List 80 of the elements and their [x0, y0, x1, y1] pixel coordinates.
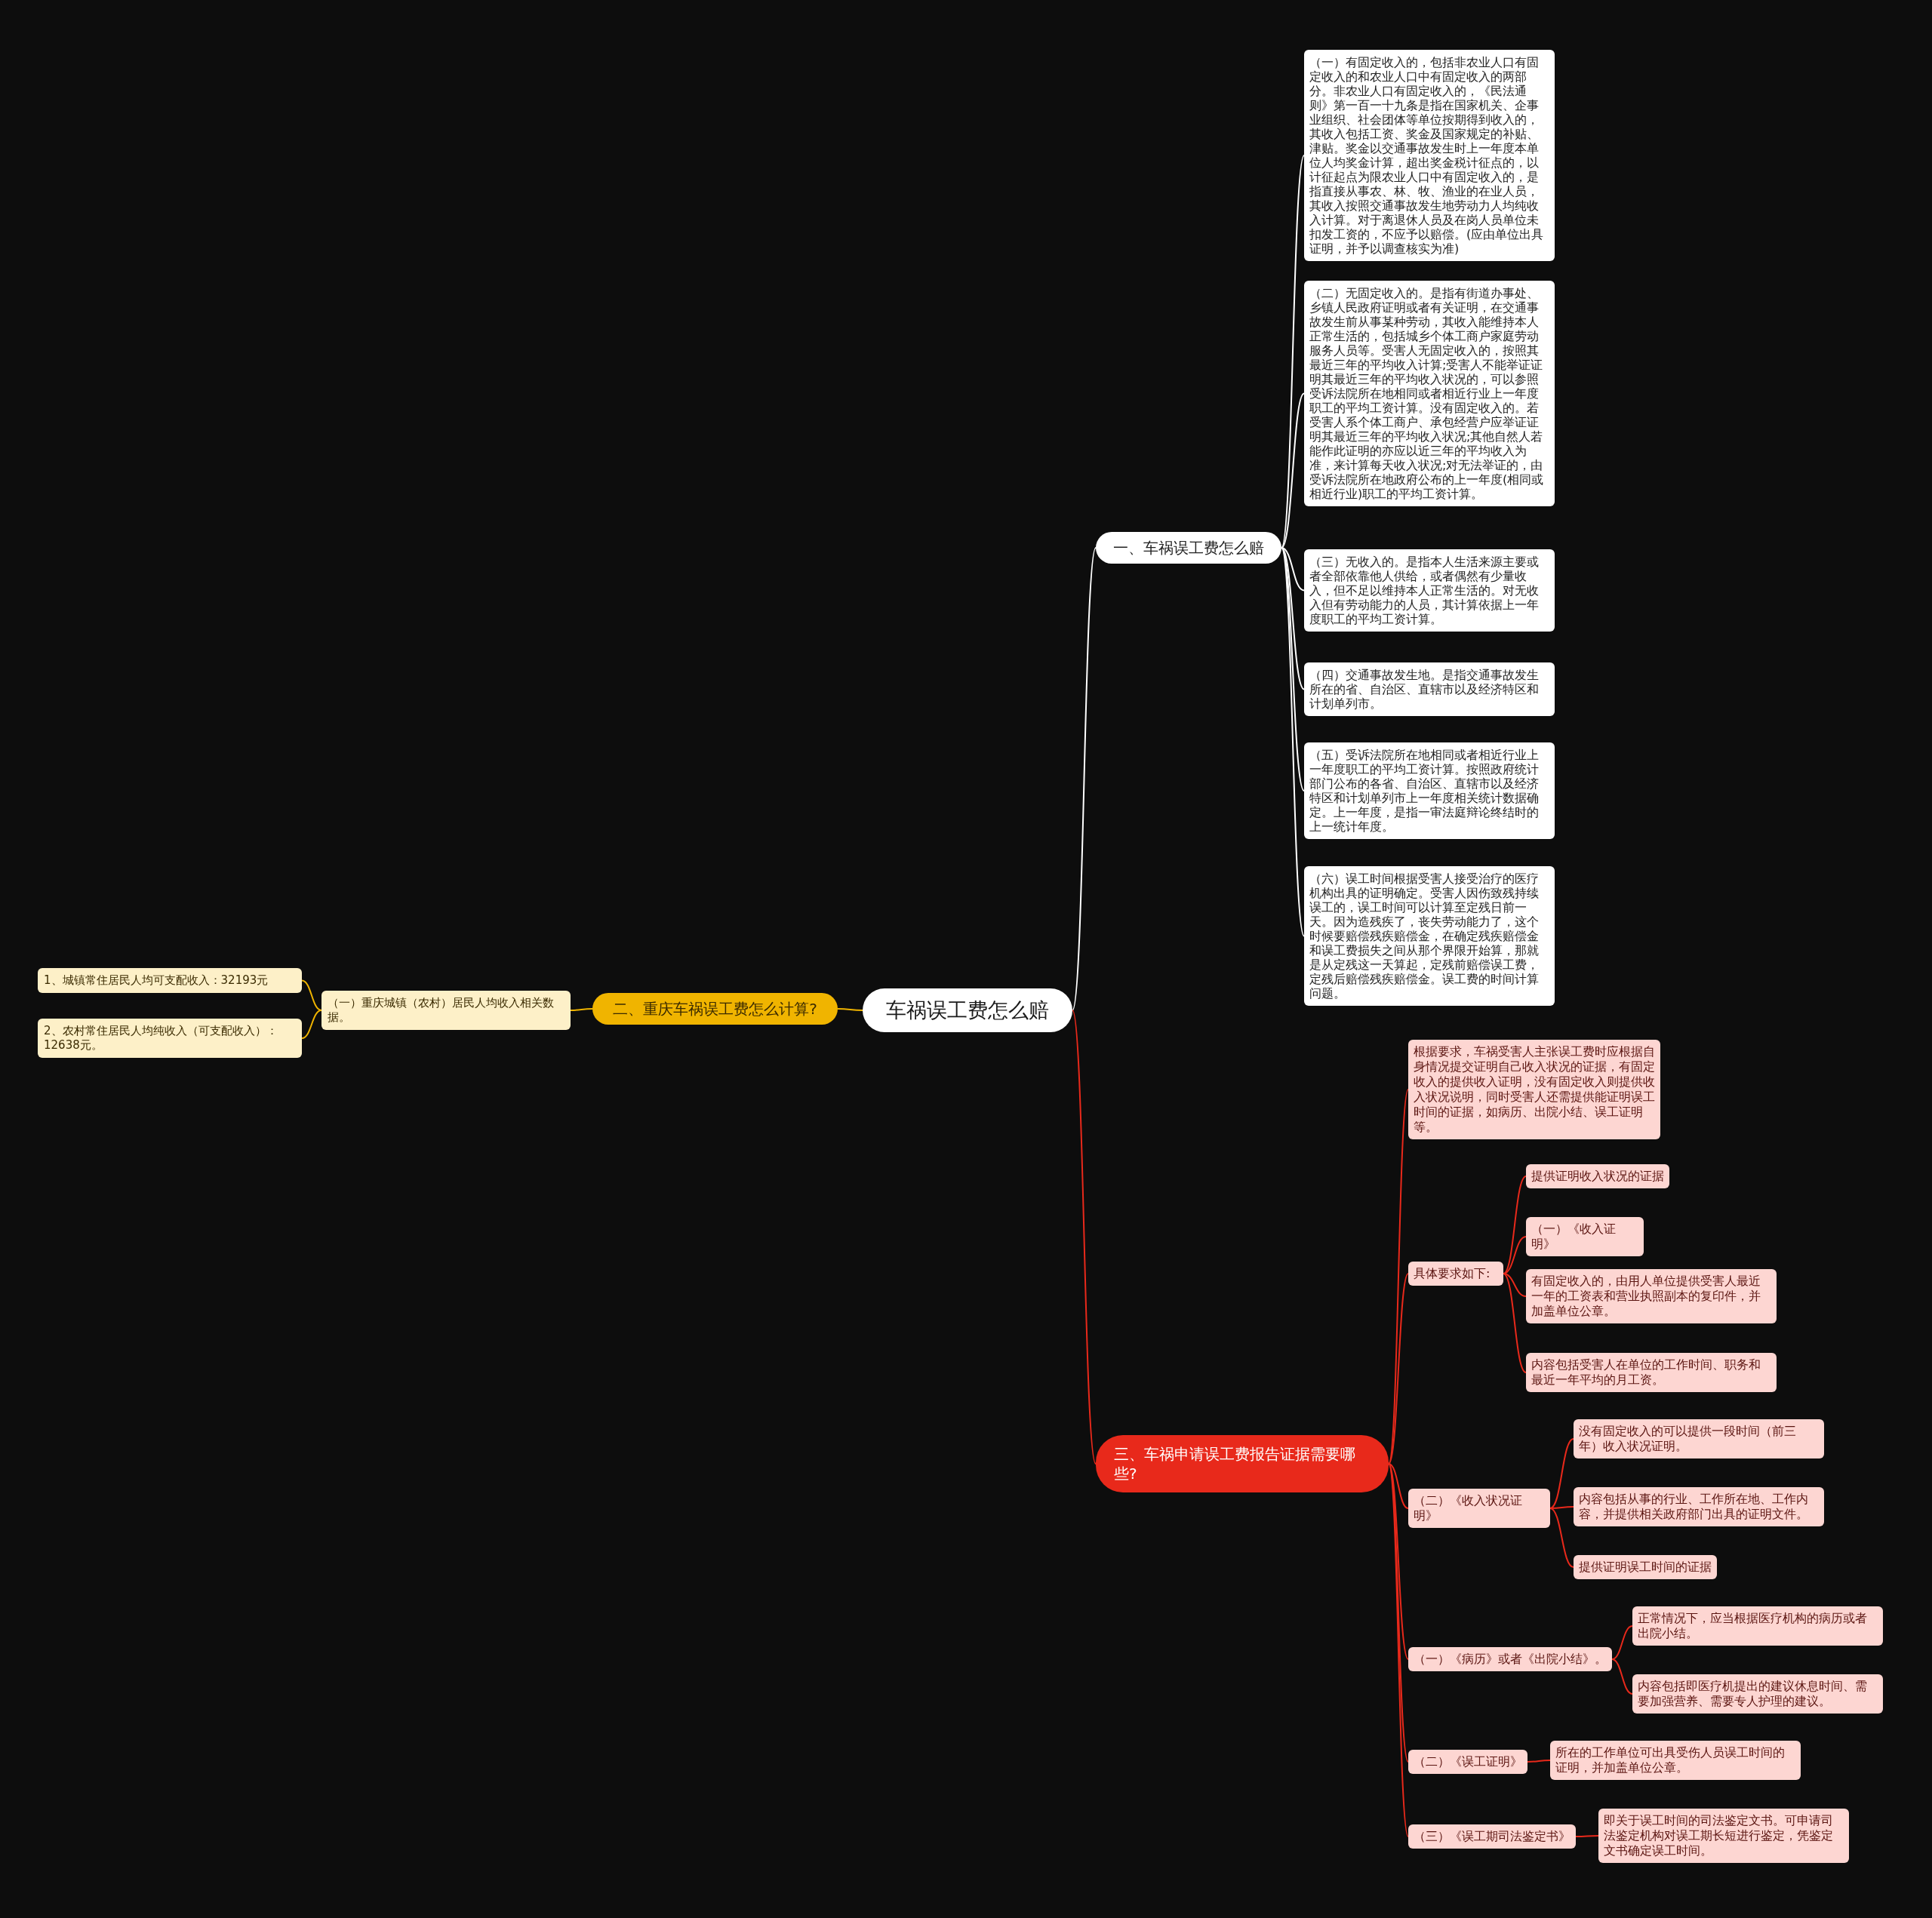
central-topic [863, 988, 1072, 1032]
connector-line [1388, 1463, 1409, 1509]
topic-card [1304, 662, 1555, 716]
topic-text: 提供证明误工时间的证据 [1579, 1560, 1712, 1575]
connector-line [570, 1008, 593, 1011]
connector-line [1388, 1089, 1409, 1465]
topic-text: 二、重庆车祸误工费怎么计算? [612, 999, 818, 1019]
topic-text: （四）交通事故发生地。是指交通事故发生所在的省、自治区、直辖市以及经济特区和计划单列市。 [1309, 668, 1540, 711]
topic-card [1632, 1606, 1883, 1646]
connector-line [1281, 547, 1305, 592]
connector-line [1503, 1273, 1527, 1373]
connector-line [301, 1010, 322, 1039]
topic-card [1526, 1269, 1777, 1323]
connector-line [1281, 392, 1305, 549]
topic-card [1550, 1741, 1801, 1780]
connector-line [1072, 1010, 1097, 1465]
branch-topic [1096, 1435, 1389, 1492]
connector-line [1611, 1625, 1633, 1660]
branch-topic [1096, 532, 1281, 564]
topic-card [1526, 1217, 1644, 1256]
connector-line [1527, 1760, 1551, 1763]
topic-card [1408, 1489, 1550, 1528]
topic-text: 没有固定收入的可以提供一段时间（前三年）收入状况证明。 [1579, 1424, 1797, 1454]
topic-card [1574, 1555, 1717, 1579]
topic-text: 2、农村常住居民人均纯收入（可支配收入）：12638元。 [44, 1024, 278, 1053]
connector-line [301, 979, 322, 1011]
topic-text: （二）《误工证明》 [1414, 1754, 1522, 1769]
topic-card [1598, 1809, 1849, 1863]
connector-line [1503, 1273, 1527, 1297]
topic-text: 1、城镇常住居民人均可支配收入：32193元 [44, 973, 269, 988]
connector-line [1549, 1438, 1574, 1509]
topic-card [1304, 549, 1555, 632]
topic-text: （五）受诉法院所在地相同或者相近行业上一年度职工的平均工资计算。按照政府统计部门公布的各省、自治区、直辖市以及经济特区和计划单列市上一年度相关统计数据确定。上一年度，是指一审法庭辩论终结时的上一统计年度。 [1309, 748, 1540, 834]
topic-text: （二）无固定收入的。是指有街道办事处、乡镇人民政府证明或者有关证明，在交通事故发生前从事某种劳动，其收入能维持本人正常生活的，包括城乡个体工商户家庭劳动服务人员等。受害人无固定收入的，按照其最近三年的平均收入计算;受害人不能举证证明其最近三年的平均收入状况的，可以参照受诉法院所在地相同或者相近行业上一年度职工的平均工资计算。没有固定收入的。若受害人系个体工商户、承包经营户应举证证明其最近三年的平均收入状况;其他自然人若能作此证明的亦应以近三年的平均收入为准，来计算每天收入状况;对无法举证的，由受诉法院所在地政府公布的上一年度(相同或相近行业)职工的平均工资计算。 [1309, 286, 1545, 501]
connector-line [1575, 1835, 1599, 1837]
topic-card [1526, 1353, 1777, 1392]
topic-text: （六）误工时间根据受害人接受治疗的医疗机构出具的证明确定。受害人因伤致残持续误工的，误工时间可以计算至定残日前一天。因为造残疾了，丧失劳动能力了，这个时候要赔偿残疾赔偿金，在确定残疾赔偿金和误工费损失之间从那个界限开始算，那就是从定残这一天算起，定残前赔偿误工费，定残后赔偿残疾赔偿金。误工费的时间计算问题。 [1309, 871, 1540, 1000]
topic-text: 提供证明收入状况的证据 [1531, 1169, 1664, 1184]
topic-text: 一、车祸误工费怎么赔 [1112, 538, 1265, 558]
topic-card [38, 1019, 302, 1058]
topic-text: 车祸误工费怎么赔 [885, 997, 1050, 1023]
topic-card [1408, 1262, 1503, 1286]
topic-text: 所在的工作单位可出具受伤人员误工时间的证明，并加盖单位公章。 [1555, 1745, 1786, 1775]
topic-text: 正常情况下，应当根据医疗机构的病历或者出院小结。 [1638, 1611, 1868, 1641]
topic-card [1408, 1824, 1576, 1849]
topic-text: 内容包括即医疗机提出的建议休息时间、需要加强营养、需要专人护理的建议。 [1638, 1679, 1868, 1709]
topic-text: （二）《收入状况证明》 [1414, 1493, 1523, 1523]
topic-card [1526, 1164, 1669, 1188]
topic-card [1574, 1419, 1824, 1458]
topic-card [38, 968, 302, 993]
topic-text: 即关于误工时间的司法鉴定文书。可申请司法鉴定机构对误工期长短进行鉴定，凭鉴定文书确定误工时间。 [1604, 1813, 1834, 1858]
topic-card [1304, 866, 1555, 1006]
connector-line [1503, 1236, 1527, 1274]
topic-card [1632, 1674, 1883, 1714]
topic-text: 具体要求如下: [1414, 1266, 1491, 1281]
connector-line [837, 1008, 863, 1011]
topic-card [1574, 1487, 1824, 1526]
topic-text: （三）无收入的。是指本人生活来源主要或者全部依靠他人供给，或者偶然有少量收入，但不足以维持本人正常生活的。对无收入但有劳动能力的人员，其计算依据上一年度职工的平均工资计算。 [1309, 555, 1540, 626]
topic-card [1408, 1750, 1527, 1774]
topic-text: （三）《误工期司法鉴定书》 [1414, 1829, 1571, 1844]
connector-line [1388, 1273, 1409, 1465]
topic-card [321, 991, 571, 1030]
topic-card [1304, 742, 1555, 839]
topic-text: 内容包括从事的行业、工作所在地、工作内容，并提供相关政府部门出具的证明文件。 [1579, 1492, 1809, 1522]
connector-line [1388, 1463, 1409, 1660]
connector-line [1549, 1508, 1574, 1568]
topic-text: （一）《收入证明》 [1531, 1222, 1617, 1252]
topic-text: （一）《病历》或者《出院小结》。 [1414, 1652, 1607, 1667]
topic-text: 三、车祸申请误工费报告证据需要哪些? [1114, 1444, 1356, 1483]
topic-card [1408, 1647, 1612, 1671]
branch-topic [592, 993, 838, 1025]
connector-line [1611, 1658, 1633, 1695]
topic-text: 有固定收入的，由用人单位提供受害人最近一年的工资表和营业执照副本的复印件，并加盖单位公章。 [1531, 1274, 1761, 1319]
connector-line [1503, 1176, 1527, 1274]
connector-line [1388, 1463, 1409, 1763]
topic-text: （一）重庆城镇（农村）居民人均收入相关数据。 [328, 996, 555, 1025]
topic-text: 根据要求，车祸受害人主张误工费时应根据自身情况提交证明自己收入状况的证据，有固定收入的提供收入证明，没有固定收入则提供收入状况说明，同时受害人还需提供能证明误工时间的证据，如病历、出院小结、误工证明等。 [1414, 1044, 1655, 1135]
topic-text: （一）有固定收入的，包括非农业人口有固定收入的和农业人口中有固定收入的两部分。非农业人口有固定收入的，《民法通则》第一百一十九条是指在国家机关、企事业组织、社会团体等单位按期得到收入的，其收入包括工资、奖金及国家规定的补贴、津贴。奖金以交通事故发生时上一年度本单位人均奖金计算，超出奖金税计征点的，以计征起点为限农业人口中有固定收入的，是指直接从事农、林、牧、渔业的在业人员，其收入按照交通事故发生地劳动力人均纯收入计算。对于离退休人员及在岗人员单位未扣发工资的，不应予以赔偿。(应由单位出具证明，并予以调查核实为准) [1309, 55, 1545, 256]
connector-line [1072, 547, 1097, 1011]
topic-text: 内容包括受害人在单位的工作时间、职务和最近一年平均的月工资。 [1531, 1357, 1761, 1388]
